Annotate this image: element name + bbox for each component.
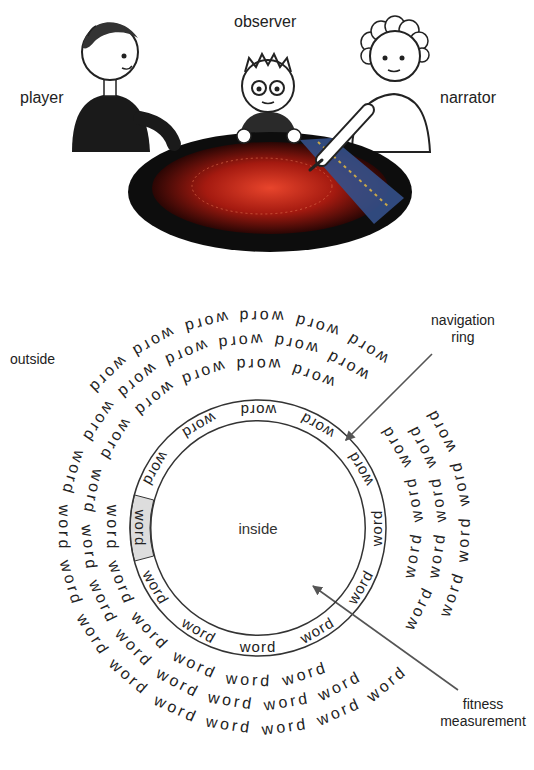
player-figure [72,22,150,152]
ring-word: word [240,403,277,418]
ring-word: word [454,515,472,562]
ring-word: word [427,475,450,524]
ring-word: word [56,504,72,551]
ring-word: word [270,332,319,357]
ring-word: word [291,311,340,339]
ring-word: word [402,475,426,524]
ring-word: word [80,467,106,516]
callout-label: navigation ring [418,312,508,346]
ring-word: word [402,584,437,633]
ring-word: word [59,448,88,497]
ring-word: word [237,308,284,325]
ring-word: word [234,356,281,372]
ring-word: word [180,308,229,335]
arms [140,110,368,170]
callout-label: fitness measurement [436,696,530,730]
ring-word: word [280,659,329,688]
narrator-figure [352,16,430,152]
ring-word: word [364,663,410,705]
ring-word: word [225,670,273,689]
ring-word: word [447,459,473,508]
ring-word: word [240,639,277,654]
ring-word: word [104,505,120,552]
ring-word: word [262,691,311,714]
ring-word: word [369,510,384,547]
region-label: inside [238,520,277,537]
ring-word: word [401,531,425,580]
actor-label: narrator [440,90,496,106]
ring-word: word [207,690,256,713]
ring-word: word [179,410,218,441]
ring-word: word [215,330,263,351]
actor-label: observer [234,14,296,30]
ring-word: word [133,510,148,547]
ring-word: word [57,559,86,608]
ring-word: word [205,714,254,737]
ring-word: word [78,523,99,571]
ring-word: word [261,716,309,738]
region-label: outside [10,352,55,366]
ring-word: word [140,449,171,488]
ring-word: word [426,531,449,580]
inside-circle: inside [150,420,366,636]
actor-label: player [20,90,64,106]
